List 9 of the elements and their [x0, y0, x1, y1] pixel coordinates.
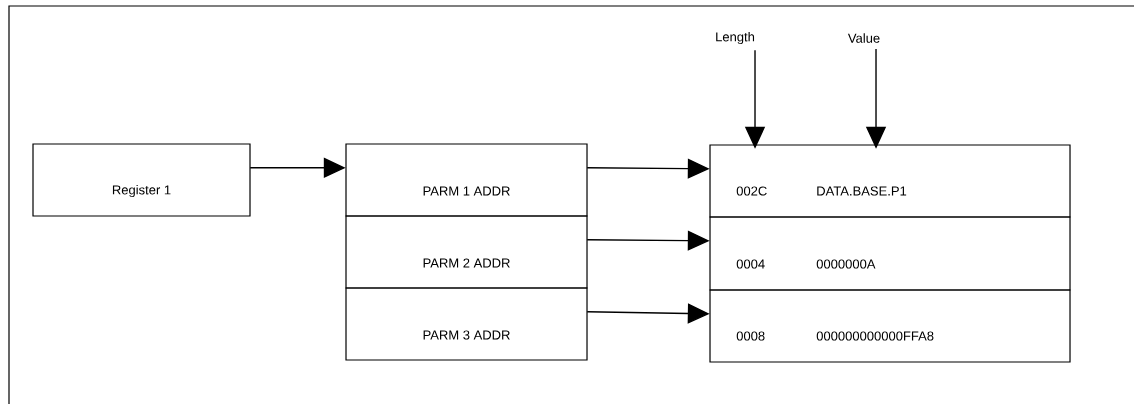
data-cell: 002C DATA.BASE.P1	[709, 144, 1071, 218]
field-label: Length	[716, 31, 755, 45]
address-cell: PARM 1 ADDR	[345, 143, 588, 217]
data-cell: 0004 0000000A	[709, 216, 1071, 291]
data-cell: 0008 000000000000FFA8	[709, 289, 1071, 363]
address-cell: PARM 2 ADDR	[345, 215, 588, 289]
address-cell: PARM 3 ADDR	[345, 287, 588, 361]
field-label: Value	[847, 33, 880, 43]
register-box: Register 1	[32, 143, 251, 217]
